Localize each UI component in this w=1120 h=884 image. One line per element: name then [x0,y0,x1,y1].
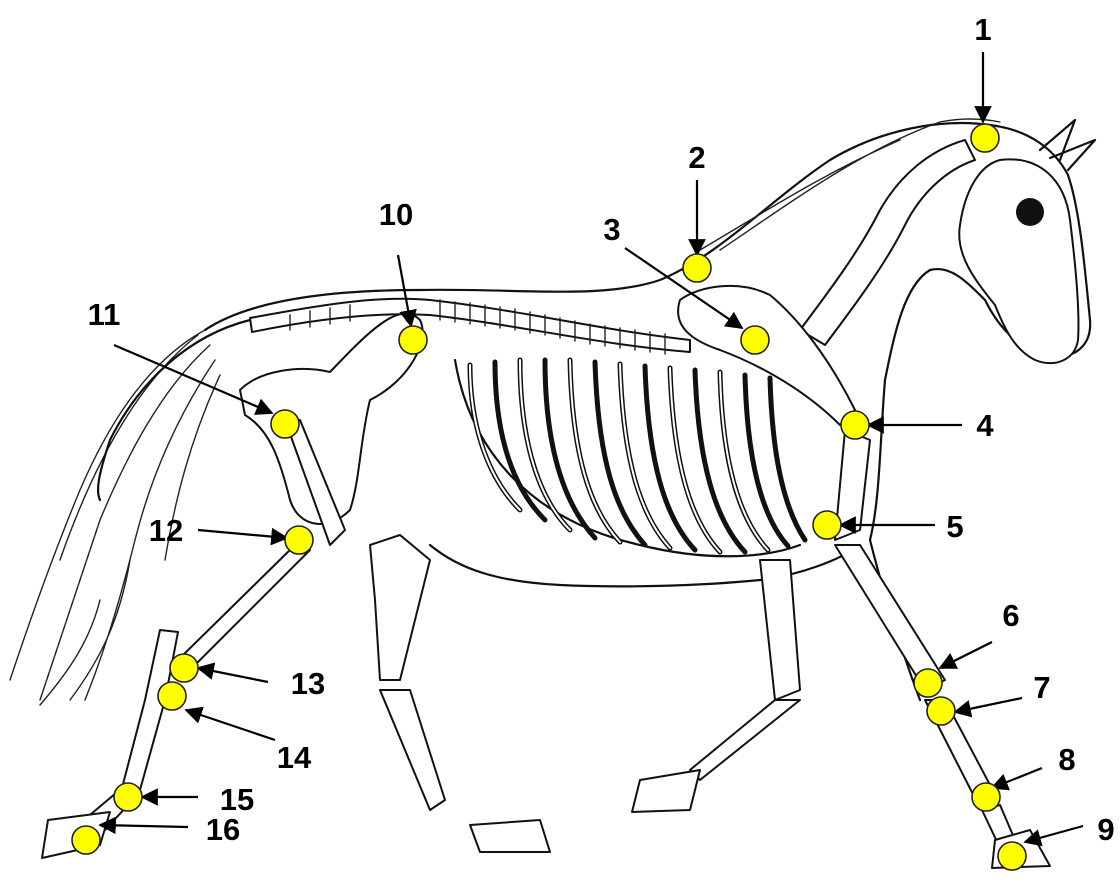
label-6: 6 [1002,598,1019,633]
joint-marker-6 [914,669,942,697]
arrow-8 [992,768,1042,788]
neck-vertebrae [800,140,975,345]
hind-leg-2-upper [370,535,430,680]
joint-marker-1 [971,124,999,152]
label-11: 11 [88,297,121,332]
joint-marker-16 [72,826,100,854]
joint-marker-12 [285,526,313,554]
label-5: 5 [946,509,963,544]
joint-marker-7 [927,697,955,725]
arrow-6 [940,642,992,668]
arrow-14 [186,710,275,740]
label-7: 7 [1033,670,1050,705]
label-9: 9 [1097,812,1114,847]
skeleton [42,140,1078,868]
label-12: 12 [149,513,183,548]
joint-marker-11 [271,410,299,438]
joint-marker-3 [741,326,769,354]
joint-marker-2 [683,254,711,282]
hind-tibia [180,545,310,665]
joint-marker-5 [813,511,841,539]
arrow-16 [100,825,188,827]
label-16: 16 [206,812,240,847]
pelvis [240,314,423,524]
ribcage [455,360,805,556]
ears [1040,120,1095,170]
label-10: 10 [379,197,413,232]
mane [700,119,1000,250]
foreleg-2-hoof [632,770,700,812]
foreleg-2-lower [690,700,800,780]
skull [959,159,1078,363]
label-4: 4 [976,408,994,443]
arrow-11 [114,345,272,413]
joint-marker-13 [170,654,198,682]
joint-marker-10 [399,326,427,354]
label-14: 14 [277,740,312,775]
arrow-12 [198,530,287,538]
label-13: 13 [291,666,325,701]
label-1: 1 [974,12,991,47]
hind-leg-2-hoof [470,820,550,852]
foreleg-2-upper [760,560,800,700]
arrow-9 [1025,826,1083,842]
arrow-7 [955,698,1022,712]
joint-marker-9 [998,842,1026,870]
joint-marker-8 [972,783,1000,811]
horse-illustration [10,119,1095,705]
eye-socket [1016,198,1044,226]
joint-marker-15 [114,783,142,811]
joint-marker-14 [158,682,186,710]
hind-leg-2-cannon [380,690,445,810]
label-2: 2 [688,140,705,175]
arrow-13 [198,668,268,682]
label-8: 8 [1058,742,1075,777]
label-3: 3 [603,212,620,247]
joint-marker-4 [841,411,869,439]
